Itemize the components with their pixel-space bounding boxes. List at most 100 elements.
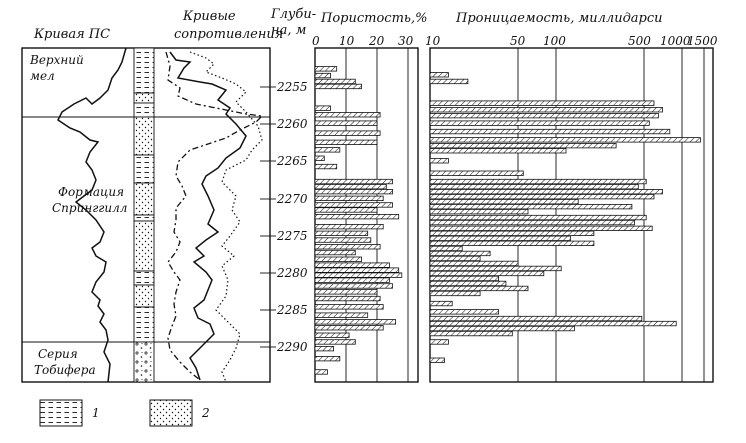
- permeability-bar: [429, 245, 463, 252]
- lithology-segment: [133, 284, 155, 308]
- permeability-bar: [429, 225, 653, 232]
- permeability-bars: [429, 72, 701, 363]
- permeability-bar: [429, 170, 524, 176]
- porosity-bar: [314, 355, 341, 362]
- porosity-tick-10: 10: [339, 34, 355, 48]
- porosity-bar: [314, 78, 356, 85]
- porosity-bar: [314, 289, 378, 295]
- permeability-bar: [429, 330, 513, 337]
- permeability-bar: [429, 142, 617, 149]
- porosity-bar: [314, 213, 400, 220]
- permeability-header: Проницаемость, миллидарси: [455, 11, 663, 26]
- porosity-bar: [314, 207, 378, 213]
- porosity-bar: [314, 155, 325, 161]
- porosity-bars: [314, 66, 403, 375]
- permeability-bar: [429, 235, 571, 242]
- porosity-bar: [314, 105, 331, 111]
- depth-tick-2275: 2275: [276, 229, 308, 243]
- permeability-bar: [429, 78, 469, 85]
- permeability-bar: [429, 178, 647, 185]
- permeability-bar: [429, 219, 635, 226]
- formation-upper-cretaceous-line1: Верхний: [29, 53, 84, 67]
- resistivity-header-line2: сопротивления: [174, 27, 283, 42]
- resistivity-curve-solid: [169, 51, 247, 381]
- porosity-bar: [314, 112, 381, 118]
- permeability-axis: 10 50 100 500 1000 1500: [425, 34, 718, 48]
- depth-tick-2280: 2280: [276, 266, 308, 280]
- porosity-bar: [314, 120, 378, 126]
- legend-swatch-shale: [39, 399, 83, 427]
- porosity-bar: [314, 195, 384, 202]
- lithology-segment: [133, 220, 155, 272]
- lithology-segment: [133, 116, 155, 156]
- legend: 1 2: [39, 399, 210, 427]
- porosity-bar: [314, 163, 338, 170]
- porosity-bar: [314, 256, 362, 262]
- porosity-bar: [314, 66, 338, 72]
- porosity-bar: [314, 312, 369, 318]
- porosity-header: Пористость,%: [320, 11, 427, 26]
- porosity-bar: [314, 332, 350, 338]
- porosity-bar: [314, 83, 362, 90]
- legend-label-2: 2: [201, 406, 210, 420]
- sp-curve: [57, 47, 127, 383]
- permeability-bar: [429, 300, 453, 307]
- permeability-tick-500: 500: [628, 34, 651, 48]
- lithology-segment: [133, 214, 155, 222]
- lithology-segment: [133, 306, 155, 343]
- permeability-bar: [429, 325, 575, 332]
- porosity-bar: [314, 130, 381, 136]
- resistivity-curve-dotted: [189, 51, 263, 383]
- porosity-bar: [314, 244, 381, 250]
- porosity-tick-30: 30: [398, 34, 414, 48]
- porosity-axis: 0 10 20 30: [312, 34, 414, 48]
- depth-header-line2: на, м: [271, 23, 306, 38]
- porosity-bar: [314, 304, 384, 310]
- permeability-bar: [429, 120, 650, 126]
- porosity-bar: [314, 369, 328, 375]
- permeability-bar: [429, 250, 491, 257]
- permeability-bar: [429, 107, 663, 113]
- permeability-bar: [429, 339, 449, 345]
- permeability-tick-100: 100: [543, 34, 566, 48]
- porosity-bar: [314, 202, 393, 208]
- permeability-bar: [429, 137, 701, 143]
- permeability-bar: [429, 315, 643, 322]
- porosity-bar: [314, 147, 341, 153]
- lithology-segment: [133, 270, 155, 286]
- sp-curve-header: Кривая ПС: [33, 27, 110, 42]
- porosity-bar: [314, 339, 356, 345]
- permeability-bar: [429, 255, 481, 262]
- resistivity-curve-dashed: [165, 51, 264, 381]
- permeability-bar: [429, 309, 499, 315]
- formation-upper-cretaceous-line2: мел: [30, 69, 55, 83]
- porosity-bar: [314, 283, 393, 289]
- depth-tick-2270: 2270: [276, 192, 308, 206]
- formation-springhill-line1: Формация: [58, 185, 124, 199]
- lithology-segment: [133, 154, 155, 184]
- porosity-bar: [314, 295, 381, 302]
- permeability-bar: [429, 128, 671, 135]
- permeability-bar: [429, 270, 545, 277]
- porosity-bar: [314, 345, 335, 352]
- porosity-bar: [314, 249, 356, 256]
- porosity-bar: [314, 272, 403, 278]
- porosity-bar: [314, 139, 378, 146]
- permeability-bar: [429, 203, 633, 210]
- porosity-bar: [314, 188, 393, 195]
- permeability-bar: [429, 193, 655, 200]
- depth-tick-2290: 2290: [276, 340, 308, 354]
- lithology-segment: [133, 47, 155, 94]
- lithology-column: [133, 47, 155, 383]
- lithology-segment: [133, 341, 155, 383]
- lithology-segment: [133, 92, 155, 104]
- permeability-bar: [429, 214, 647, 221]
- depth-axis: 2255 2260 2265 2270 2275 2280 2285 2290: [260, 80, 308, 354]
- porosity-bar: [314, 183, 387, 190]
- permeability-bar: [429, 290, 481, 297]
- formation-tobifera-line1: Серия: [38, 347, 78, 361]
- depth-tick-2265: 2265: [276, 154, 308, 168]
- depth-tick-2285: 2285: [276, 303, 308, 317]
- permeability-bar: [429, 72, 449, 78]
- permeability-bar: [429, 188, 663, 195]
